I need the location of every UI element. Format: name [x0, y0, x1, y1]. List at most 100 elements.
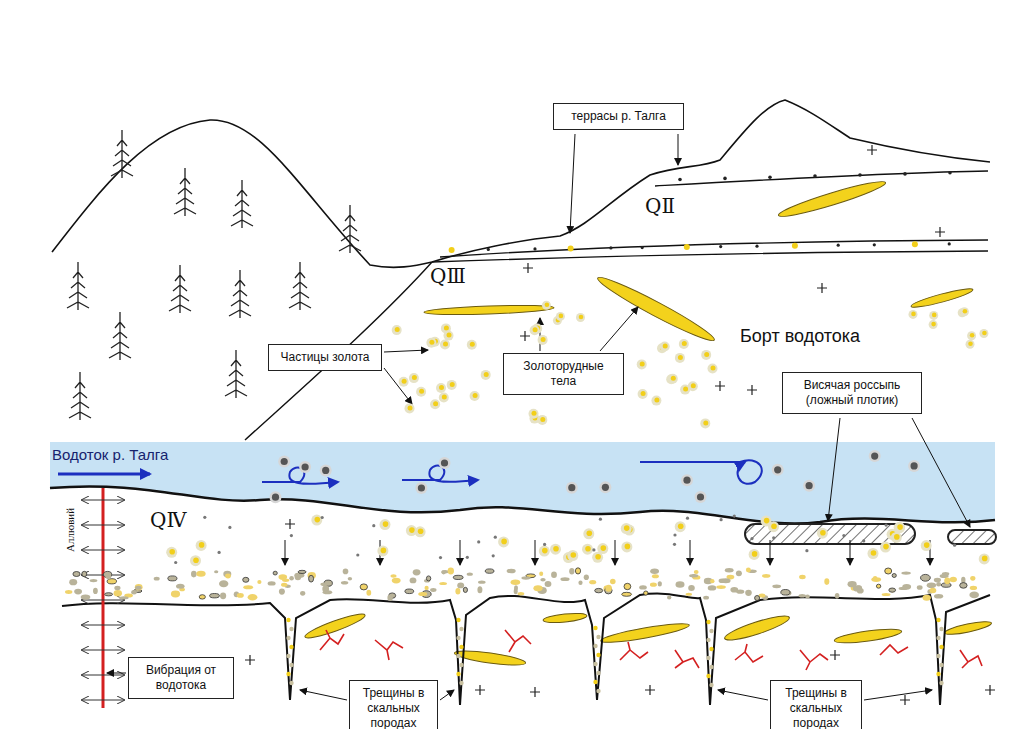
crack-grain — [289, 645, 293, 649]
sand-grain — [805, 549, 808, 552]
crack-grain — [593, 680, 597, 684]
leader-line — [440, 690, 454, 700]
gold-grain-halo — [467, 340, 477, 350]
pebble — [658, 581, 662, 586]
terrace-grain — [755, 245, 758, 248]
crack-grain — [706, 656, 710, 660]
terrace-grain — [609, 246, 612, 249]
gold-grain — [418, 529, 424, 535]
gold-grain — [473, 393, 478, 398]
crack-grain — [936, 636, 940, 640]
gold-grain-halo — [597, 543, 608, 554]
gold-grain — [169, 549, 175, 555]
dark-grain — [774, 466, 781, 473]
gold-grain — [450, 382, 455, 387]
alluvium-label: Аллювий — [64, 508, 76, 552]
pebble — [885, 568, 892, 574]
gold-grain-halo — [538, 335, 548, 345]
pebble — [348, 577, 352, 581]
pebble — [392, 578, 401, 584]
pebble — [824, 578, 829, 585]
crack-grain — [936, 654, 940, 658]
pebble — [716, 585, 726, 589]
rock-symbol — [520, 331, 530, 341]
pebble — [387, 595, 392, 602]
pebble — [950, 577, 957, 582]
stratum-index: QⅣ — [150, 508, 186, 532]
pebble — [961, 577, 965, 583]
callout-box: Частицы золота — [268, 344, 382, 371]
gold-grain-halo — [436, 383, 446, 393]
grain-halo — [681, 474, 693, 486]
pebble — [589, 580, 596, 584]
pebble — [624, 583, 631, 589]
gold-grain — [970, 333, 975, 338]
gold-grain — [585, 546, 591, 552]
leader-line — [570, 134, 575, 233]
pebble — [545, 581, 552, 587]
gold-grain-halo — [542, 301, 551, 310]
dark-grain — [302, 463, 309, 470]
gold-grain-halo — [637, 359, 647, 369]
pebble — [575, 568, 580, 574]
sand-grain — [356, 553, 359, 556]
pebble — [135, 586, 142, 590]
pebble — [762, 574, 770, 578]
pebble — [721, 578, 731, 583]
gold-grain — [691, 383, 696, 388]
settling-arrow — [850, 540, 851, 565]
callout-text: Золоторудные тела — [510, 359, 617, 389]
dark-grain — [806, 482, 813, 489]
ore-bodies — [303, 177, 992, 668]
gold-grain — [752, 551, 758, 557]
gold-grain-halo — [481, 370, 491, 380]
gold-grain — [429, 340, 434, 345]
trees — [67, 130, 361, 420]
pebble — [107, 579, 116, 584]
terrace-grain — [678, 178, 682, 182]
pebble — [595, 588, 603, 592]
pebble — [477, 586, 482, 593]
ore-body — [594, 272, 717, 346]
crack-grain — [709, 683, 713, 687]
fracture — [375, 640, 403, 660]
gold-grain-halo — [530, 325, 540, 335]
pebble — [805, 595, 810, 599]
crack-grain — [706, 674, 710, 678]
rock-fractures — [320, 630, 982, 670]
pebble — [746, 568, 751, 573]
pebble — [282, 579, 289, 582]
gold-grain-halo — [817, 528, 828, 539]
pebble — [65, 590, 72, 594]
settling-arrow — [615, 540, 616, 565]
crack-grain — [709, 647, 713, 651]
pebble — [736, 570, 742, 576]
sand-grain — [218, 551, 221, 554]
sand-grain — [290, 534, 293, 537]
pebble — [220, 592, 226, 599]
gold-grain-halo — [539, 546, 550, 557]
crack-grain — [939, 663, 943, 667]
hill-outline — [52, 100, 990, 267]
sand-grain — [885, 524, 888, 527]
gold-grain — [533, 327, 538, 332]
gold-grain-halo — [529, 409, 539, 419]
pebble — [223, 571, 231, 578]
gold-grain — [654, 398, 659, 403]
gold-grain — [571, 552, 577, 558]
pebble — [610, 579, 616, 585]
pebble — [667, 595, 671, 599]
pebble — [191, 571, 197, 578]
ore-body — [600, 620, 690, 645]
vibration-arrows — [82, 500, 124, 700]
pebble — [942, 572, 949, 576]
dark-grain — [871, 453, 878, 460]
pebble — [540, 578, 545, 581]
leader-line — [384, 368, 412, 404]
tree — [69, 372, 91, 420]
pebble — [106, 573, 112, 579]
gold-grain — [820, 530, 826, 536]
vibration-arrow — [82, 625, 124, 626]
pebble — [584, 575, 589, 581]
rock-symbol — [867, 145, 877, 155]
